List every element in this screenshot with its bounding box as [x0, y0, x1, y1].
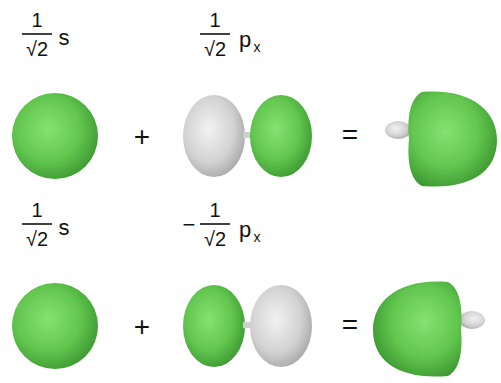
- p-orbital-lobe: [183, 285, 245, 367]
- orbital-symbol: s: [59, 27, 70, 49]
- coefficient-denominator: √2: [204, 229, 226, 249]
- coefficient-denominator: √2: [26, 39, 48, 59]
- orbital-symbol: p: [239, 29, 251, 51]
- plus-sign: +: [134, 123, 150, 151]
- p-orbital-lobe: [250, 95, 312, 177]
- orbital-symbol: s: [59, 217, 70, 239]
- coefficient-denominator: √2: [204, 39, 226, 59]
- p-orbital-lobe: [250, 285, 312, 367]
- coefficient-numerator: 1: [209, 10, 220, 30]
- orbital-symbol: p: [239, 219, 251, 241]
- p-orbital-lobe: [183, 95, 245, 177]
- fraction-bar: [22, 33, 52, 35]
- p-orbital-node: [243, 322, 251, 328]
- coefficient-numerator: 1: [31, 200, 42, 220]
- equals-sign: =: [342, 311, 358, 339]
- s-orbital: [12, 283, 98, 369]
- orbital-subscript: x: [254, 40, 261, 54]
- minus-sign: −: [183, 214, 196, 236]
- equals-sign: =: [342, 121, 358, 149]
- p-orbital-node: [243, 132, 251, 138]
- fraction-bar: [22, 223, 52, 225]
- coefficient-numerator: 1: [31, 10, 42, 30]
- s-orbital: [12, 93, 98, 179]
- fraction-bar: [200, 223, 230, 225]
- fraction-bar: [200, 33, 230, 35]
- plus-sign: +: [134, 313, 150, 341]
- coefficient-denominator: √2: [26, 229, 48, 249]
- coefficient-numerator: 1: [209, 200, 220, 220]
- sp-hybrid-orbital: [385, 92, 497, 187]
- orbital-subscript: x: [254, 230, 261, 244]
- sp-hybrid-orbital: [373, 282, 485, 377]
